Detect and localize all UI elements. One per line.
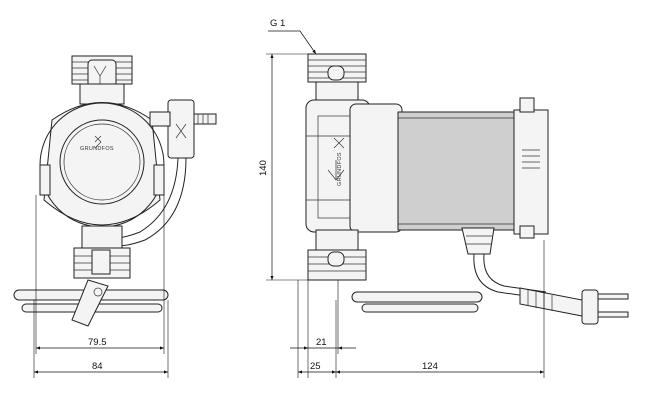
dim-label-25: 25 [310,361,321,372]
front-housing: GRUNDFOS [39,102,165,228]
side-stand [351,291,483,313]
dim-label-140: 140 [258,160,269,176]
side-motor [349,97,549,239]
dimension-140: 140 [258,53,308,281]
dim-label-79-5: 79.5 [88,337,107,348]
dimension-25: 25 [297,280,337,378]
side-bottom-port [307,229,367,281]
front-stand [13,279,169,327]
thread-callout: G 1 [268,18,317,55]
thread-label: G 1 [270,18,285,29]
front-brand-label: GRUNDFOS [80,146,114,152]
side-view: G 1 GRUNDFOS [258,18,629,378]
front-terminal-box [99,99,217,247]
dim-label-124: 124 [422,361,438,372]
dim-label-21: 21 [316,337,327,348]
front-bottom-port [73,225,131,279]
side-cable [461,227,547,299]
dimension-21: 21 [290,280,356,378]
front-top-port [71,55,133,105]
dimension-79-5: 79.5 [35,195,165,354]
dimension-124: 124 [336,240,545,378]
dimension-84: 84 [33,300,169,378]
front-view: GRUNDFOS [13,55,217,378]
power-plug [519,287,629,325]
side-brand-label: GRUNDFOS [337,152,343,186]
dim-label-84: 84 [92,361,103,372]
side-top-port [307,53,367,103]
